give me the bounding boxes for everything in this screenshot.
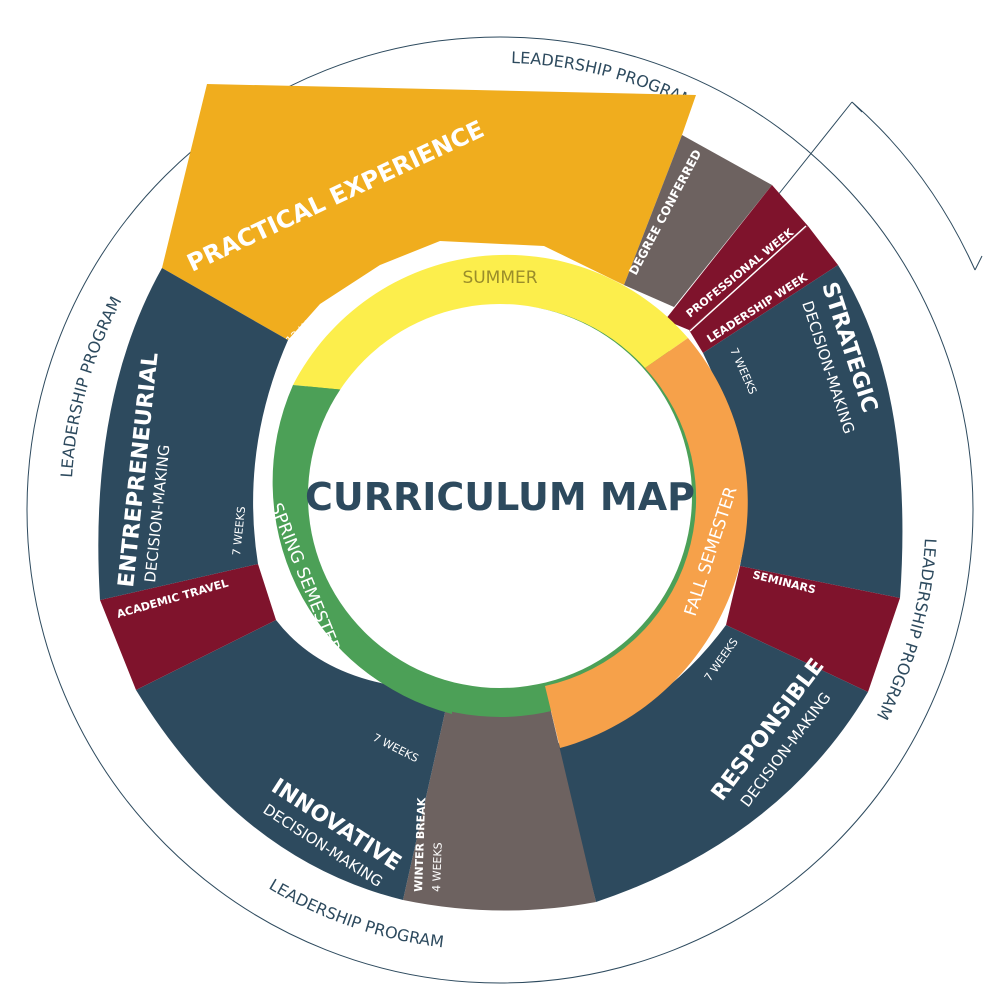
diagram-title: CURRICULUM MAP — [305, 475, 695, 519]
center-circle — [308, 304, 692, 688]
segment-seminars — [726, 566, 900, 692]
segment-entrepreneurial — [98, 268, 288, 600]
segment-innovative — [136, 620, 450, 900]
divider-line — [689, 225, 807, 332]
segment-practical-experience — [162, 84, 696, 340]
segment-responsible — [556, 625, 868, 902]
winter-break-duration: 4 WEEKS — [430, 842, 445, 892]
segment-strategic — [703, 265, 903, 598]
semester-ring-spring — [272, 385, 452, 714]
segment-winter-break — [403, 686, 596, 911]
outer-ring — [26, 36, 974, 984]
entrepreneurial-duration: 7 WEEKS — [230, 506, 248, 557]
segment-degree-conferred — [624, 135, 772, 307]
winter-break-title: WINTER BREAK — [412, 797, 428, 892]
segment-professional-week — [665, 185, 808, 330]
semester-ring-fall — [545, 338, 748, 748]
segment-academic-travel — [100, 564, 276, 690]
segment-leadership-week — [689, 226, 838, 353]
semester-ring-summer — [293, 254, 688, 390]
cycle-arrow — [769, 101, 983, 271]
summer-label: SUMMER — [462, 268, 537, 288]
